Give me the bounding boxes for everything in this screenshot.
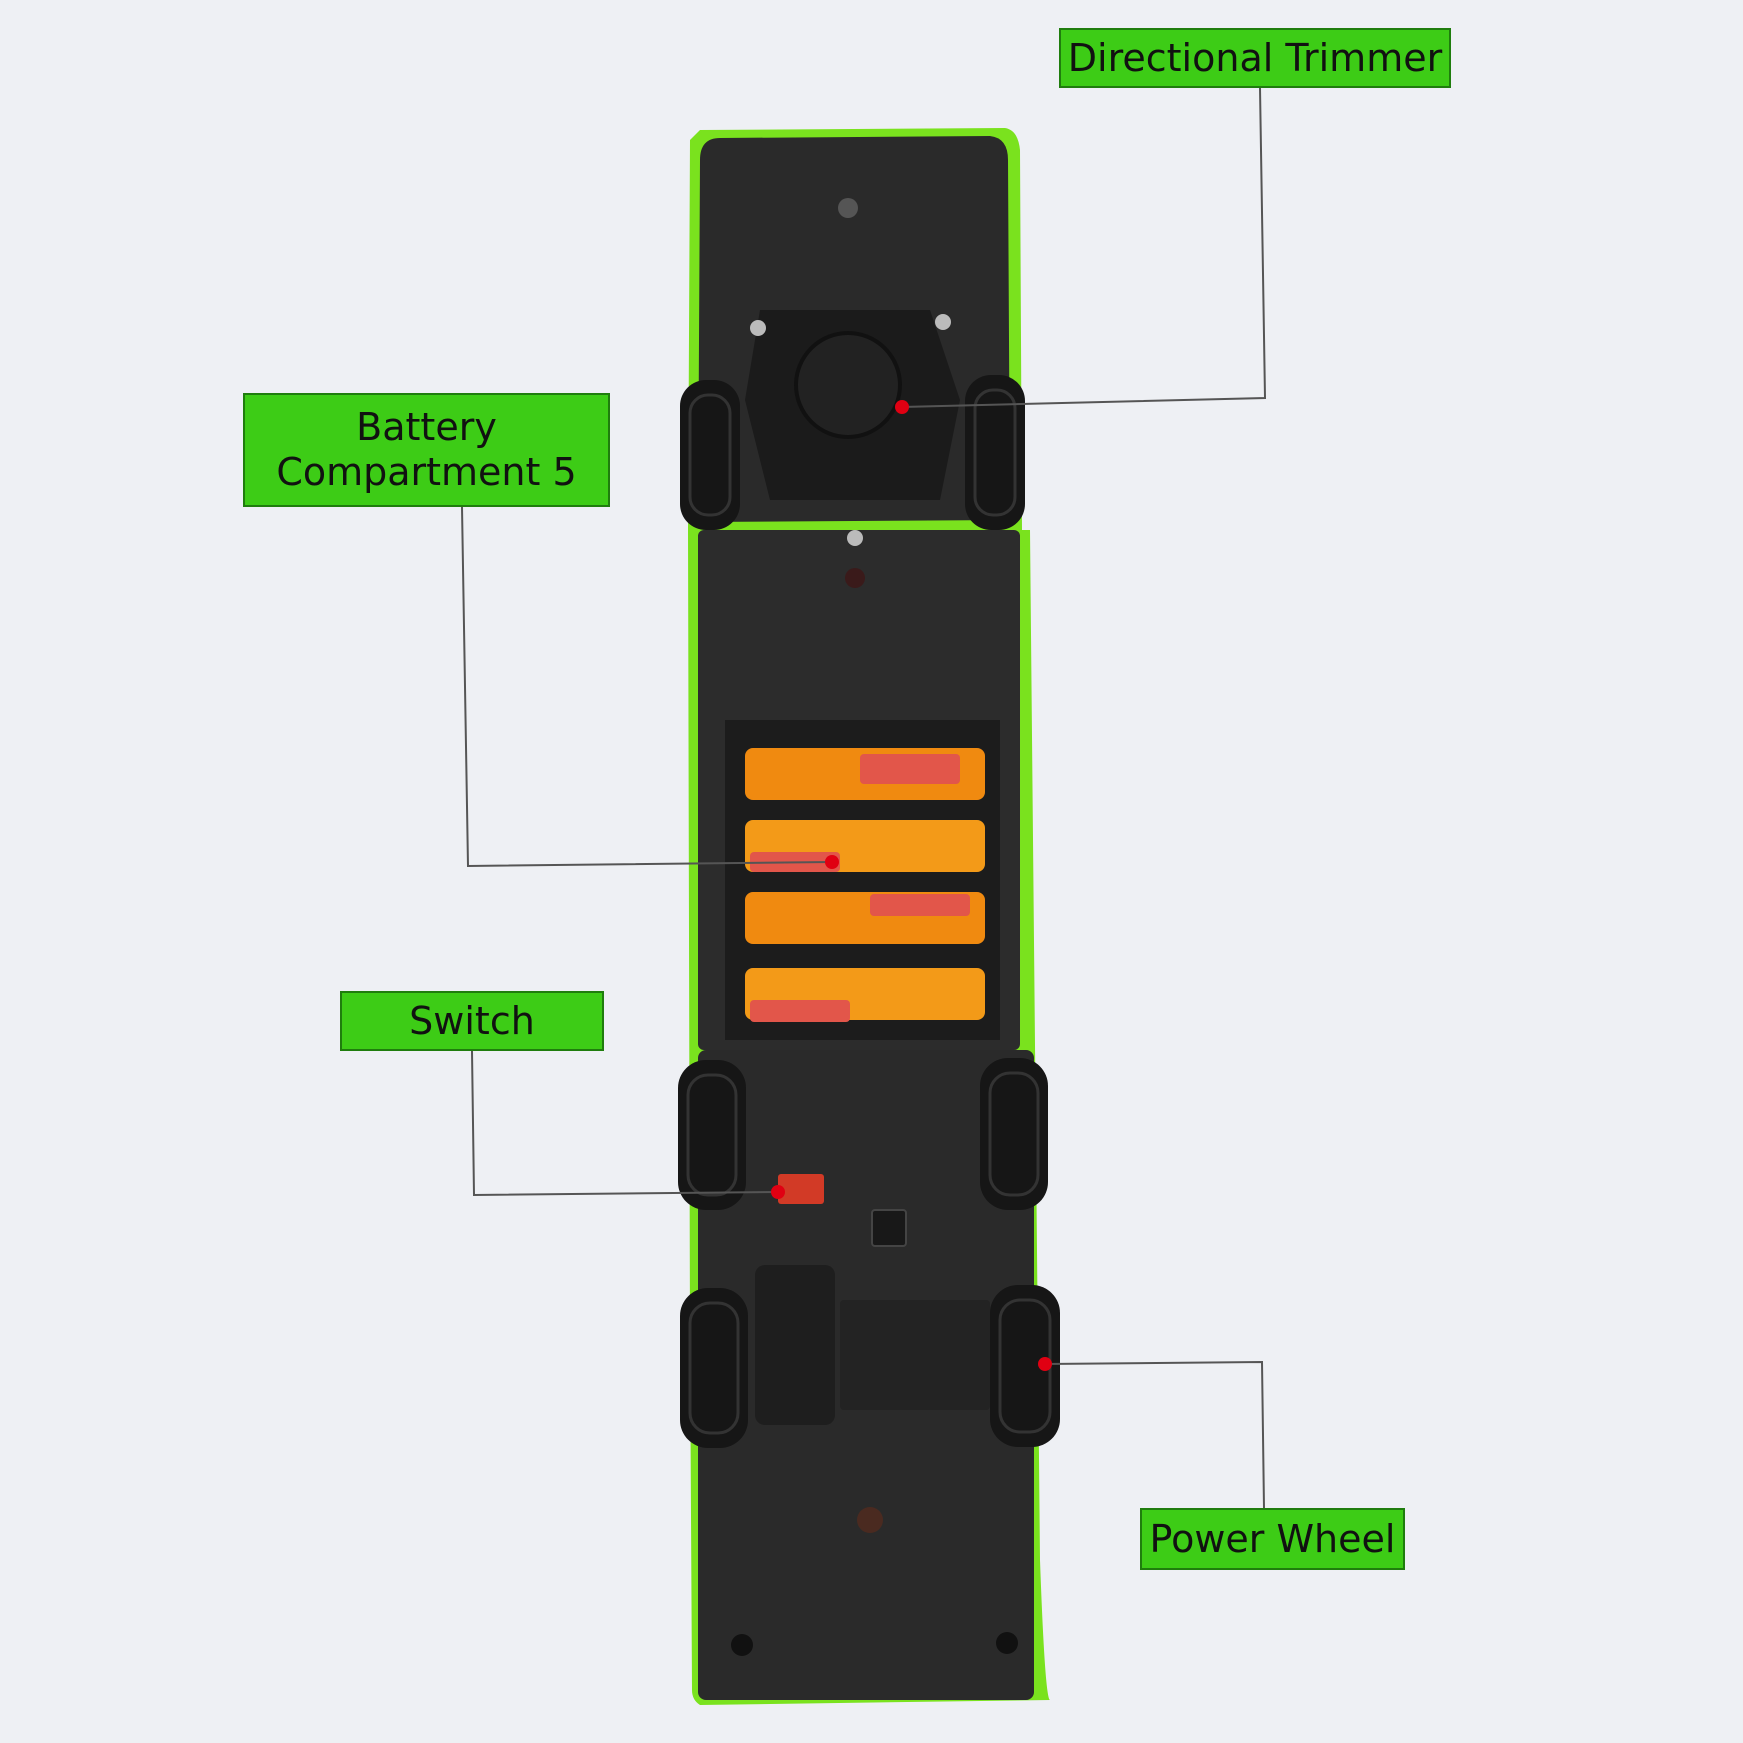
directional-trimmer-dial (794, 331, 902, 439)
hole-icon (857, 1507, 883, 1533)
wheel-pointer-dot (1038, 1357, 1052, 1371)
trimmer-leader-line (901, 87, 1267, 408)
switch-leader-line (471, 1050, 779, 1197)
battery-cell (745, 820, 985, 872)
battery-cell (745, 748, 985, 800)
power-switch (778, 1174, 824, 1204)
directional-trimmer-text: Directional Trimmer (1067, 35, 1443, 80)
front-right-wheel (965, 375, 1025, 530)
switch-text: Switch (409, 998, 535, 1043)
hole-icon (996, 1632, 1018, 1654)
hole-icon (845, 568, 865, 588)
switch-pointer-dot (771, 1185, 785, 1199)
front-left-wheel (680, 380, 740, 530)
battery-compartment-label: Battery Compartment 5 (243, 393, 610, 507)
screw-icon (935, 314, 951, 330)
middle-right-wheel (980, 1058, 1048, 1210)
hole-icon (731, 1634, 753, 1656)
hole-icon (838, 198, 858, 218)
directional-trimmer-label: Directional Trimmer (1059, 28, 1451, 88)
screw-icon (847, 530, 863, 546)
rear-plate-recess (840, 1300, 990, 1410)
charging-port (871, 1209, 907, 1247)
screw-icon (750, 320, 766, 336)
battery-leader-line (461, 506, 833, 868)
battery-cell (745, 968, 985, 1022)
power-wheel-label: Power Wheel (1140, 1508, 1405, 1570)
trimmer-pointer-dot (895, 400, 909, 414)
power-wheel-text: Power Wheel (1149, 1516, 1396, 1561)
switch-label: Switch (340, 991, 604, 1051)
wheel-leader-line (1044, 1360, 1265, 1509)
battery-compartment-text: Battery Compartment 5 (276, 405, 577, 494)
battery-cell (745, 892, 985, 944)
rear-left-wheel (680, 1288, 748, 1448)
middle-left-wheel (678, 1060, 746, 1210)
gear-housing (755, 1265, 835, 1425)
battery-pointer-dot (825, 855, 839, 869)
